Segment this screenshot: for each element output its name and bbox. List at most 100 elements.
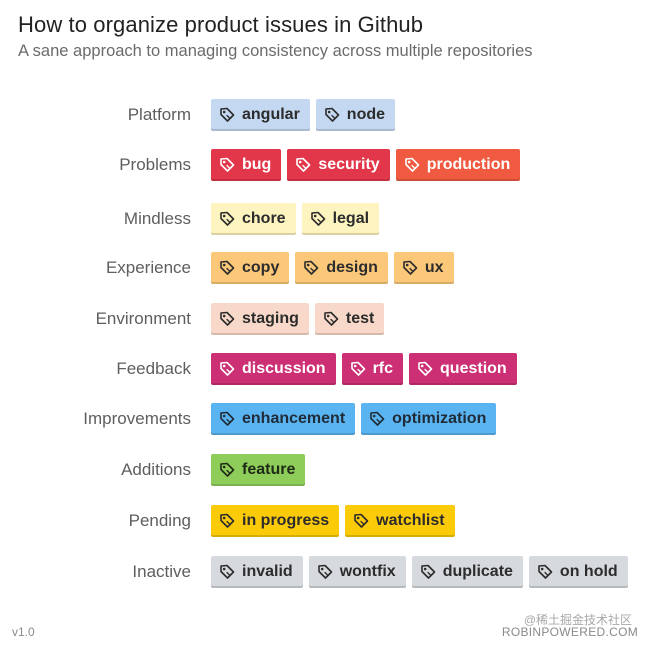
label-duplicate[interactable]: duplicate bbox=[411, 556, 523, 588]
label-text: copy bbox=[242, 259, 280, 276]
label-on-hold[interactable]: on hold bbox=[528, 556, 628, 588]
label-watchlist[interactable]: watchlist bbox=[345, 505, 455, 537]
label-text: question bbox=[440, 360, 507, 377]
label-angular[interactable]: angular bbox=[211, 99, 310, 131]
tag-icon bbox=[369, 411, 385, 427]
label-rfc[interactable]: rfc bbox=[341, 353, 404, 385]
site-text: ROBINPOWERED.COM bbox=[501, 625, 638, 639]
label-text: watchlist bbox=[376, 512, 445, 529]
diagram-title: How to organize product issues in Github bbox=[18, 12, 424, 37]
tag-icon bbox=[317, 564, 333, 580]
label-text: angular bbox=[242, 106, 300, 123]
label-text: chore bbox=[242, 210, 286, 227]
label-question[interactable]: question bbox=[409, 353, 517, 385]
label-list: invalid wontfix duplicate on hold bbox=[211, 556, 634, 588]
category-row-mindless: Mindless chore legal bbox=[0, 203, 650, 235]
label-staging[interactable]: staging bbox=[211, 303, 309, 335]
label-list: copy design ux bbox=[211, 252, 460, 284]
label-invalid[interactable]: invalid bbox=[211, 556, 303, 588]
tag-icon bbox=[219, 157, 235, 173]
label-design[interactable]: design bbox=[295, 252, 388, 284]
category-row-problems: Problems bug security production bbox=[0, 149, 650, 181]
label-text: optimization bbox=[392, 410, 487, 427]
label-copy[interactable]: copy bbox=[211, 252, 290, 284]
label-test[interactable]: test bbox=[314, 303, 385, 335]
category-name: Pending bbox=[128, 511, 191, 530]
label-text: in progress bbox=[242, 512, 330, 529]
label-feature[interactable]: feature bbox=[211, 454, 306, 486]
label-text: ux bbox=[424, 259, 444, 276]
tag-icon bbox=[323, 311, 339, 327]
tag-icon bbox=[303, 260, 319, 276]
tag-icon bbox=[310, 211, 326, 227]
category-row-additions: Additions feature bbox=[0, 454, 650, 486]
label-text: design bbox=[326, 259, 378, 276]
tag-icon bbox=[404, 157, 420, 173]
label-text: security bbox=[318, 156, 380, 173]
label-list: enhancement optimization bbox=[211, 403, 502, 435]
tag-icon bbox=[219, 211, 235, 227]
label-list: feature bbox=[211, 454, 311, 486]
tag-icon bbox=[219, 361, 235, 377]
label-node[interactable]: node bbox=[315, 99, 396, 131]
label-text: feature bbox=[242, 461, 296, 478]
tag-icon bbox=[219, 462, 235, 478]
label-text: staging bbox=[242, 310, 299, 327]
label-list: staging test bbox=[211, 303, 390, 335]
tag-icon bbox=[353, 513, 369, 529]
label-discussion[interactable]: discussion bbox=[211, 353, 336, 385]
label-wontfix[interactable]: wontfix bbox=[308, 556, 406, 588]
tag-icon bbox=[537, 564, 553, 580]
diagram-subtitle: A sane approach to managing consistency … bbox=[18, 42, 533, 60]
label-list: discussion rfc question bbox=[211, 353, 523, 385]
category-row-inactive: Inactive invalid wontfix duplicate on hold bbox=[0, 556, 650, 588]
label-legal[interactable]: legal bbox=[301, 203, 380, 235]
tag-icon bbox=[219, 260, 235, 276]
category-name: Additions bbox=[121, 460, 191, 479]
tag-icon bbox=[219, 311, 235, 327]
label-chore[interactable]: chore bbox=[211, 203, 296, 235]
tag-icon bbox=[420, 564, 436, 580]
tag-icon bbox=[219, 564, 235, 580]
label-text: bug bbox=[242, 156, 272, 173]
label-text: discussion bbox=[242, 360, 326, 377]
label-list: chore legal bbox=[211, 203, 385, 235]
category-row-feedback: Feedback discussion rfc question bbox=[0, 353, 650, 385]
label-text: test bbox=[345, 310, 375, 327]
version-text: v1.0 bbox=[12, 625, 35, 639]
tag-icon bbox=[402, 260, 418, 276]
category-row-pending: Pending in progress watchlist bbox=[0, 505, 650, 537]
label-text: on hold bbox=[559, 563, 618, 580]
category-row-environment: Environment staging test bbox=[0, 303, 650, 335]
label-text: node bbox=[346, 106, 386, 123]
label-text: legal bbox=[332, 210, 370, 227]
label-text: production bbox=[426, 156, 511, 173]
tag-icon bbox=[219, 513, 235, 529]
label-text: rfc bbox=[372, 360, 394, 377]
label-production[interactable]: production bbox=[395, 149, 521, 181]
category-name: Improvements bbox=[83, 409, 191, 428]
tag-icon bbox=[324, 107, 340, 123]
category-name: Environment bbox=[95, 309, 191, 328]
label-ux[interactable]: ux bbox=[393, 252, 454, 284]
label-optimization[interactable]: optimization bbox=[361, 403, 497, 435]
label-text: wontfix bbox=[339, 563, 396, 580]
category-name: Feedback bbox=[116, 359, 191, 378]
category-name: Inactive bbox=[132, 562, 191, 581]
label-text: duplicate bbox=[442, 563, 513, 580]
category-row-improvements: Improvements enhancement optimization bbox=[0, 403, 650, 435]
label-list: bug security production bbox=[211, 149, 526, 181]
label-security[interactable]: security bbox=[287, 149, 390, 181]
category-name: Problems bbox=[119, 155, 191, 174]
label-in-progress[interactable]: in progress bbox=[211, 505, 340, 537]
tag-icon bbox=[350, 361, 366, 377]
label-bug[interactable]: bug bbox=[211, 149, 282, 181]
label-list: angular node bbox=[211, 99, 401, 131]
tag-icon bbox=[219, 107, 235, 123]
category-name: Mindless bbox=[123, 209, 191, 228]
tag-icon bbox=[219, 411, 235, 427]
label-text: invalid bbox=[242, 563, 293, 580]
label-enhancement[interactable]: enhancement bbox=[211, 403, 356, 435]
